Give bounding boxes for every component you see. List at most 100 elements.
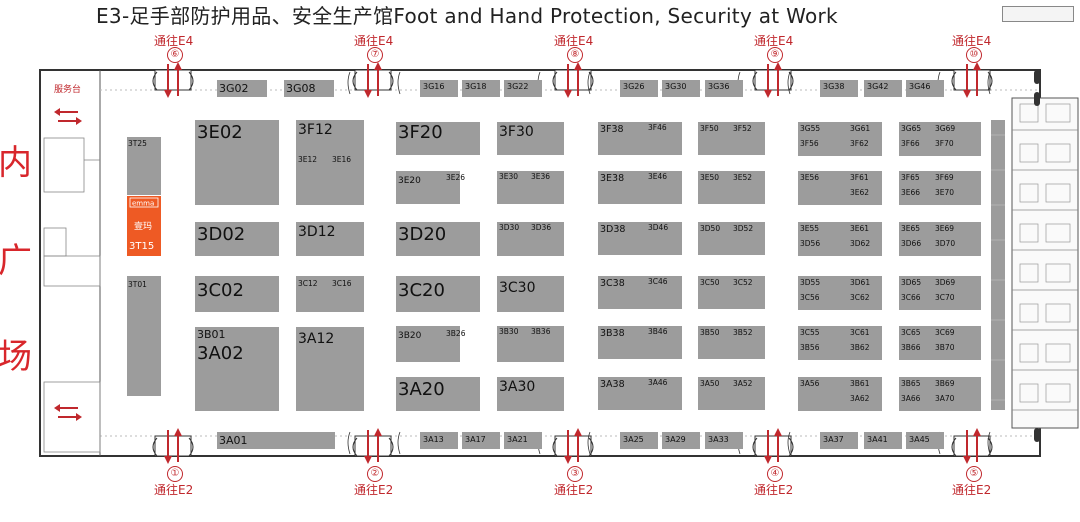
gate-south-label-2: 通往E2 — [354, 483, 394, 497]
booth-label: 3B26 — [446, 329, 466, 338]
booth — [497, 276, 564, 312]
booth-label: 3C30 — [499, 280, 536, 296]
booth — [820, 432, 858, 449]
booth — [798, 171, 882, 205]
east-service-block — [1011, 97, 1079, 429]
booth — [195, 276, 279, 312]
gate-south-label-1: 通往E2 — [154, 483, 194, 497]
booth — [598, 377, 682, 410]
east-column — [1034, 70, 1040, 84]
east-service-room — [1045, 103, 1071, 123]
gate-arrow-in — [564, 456, 572, 464]
gate-arrow-in — [164, 90, 172, 98]
booth-label: 3A30 — [499, 379, 535, 395]
booth-label: 3E12 — [298, 155, 317, 164]
entrance-door — [154, 435, 192, 457]
booth-label: 3G08 — [286, 82, 316, 95]
gate-arrow-in — [764, 90, 772, 98]
entrance-door — [154, 69, 192, 91]
booth — [864, 432, 902, 449]
booth — [820, 80, 858, 97]
booth — [217, 432, 335, 449]
booth-label: 3F12 — [298, 122, 333, 138]
gate-arrow-out — [574, 428, 582, 436]
booth — [396, 122, 480, 155]
booth-label: 3A17 — [465, 435, 486, 444]
gate-north-label-6: 通往E4 — [154, 34, 194, 48]
booth — [497, 122, 564, 155]
booth-label: 3G38 — [823, 82, 844, 91]
gate-arrow-in — [364, 456, 372, 464]
booth — [698, 326, 765, 359]
booth-label: 3B38 — [600, 328, 625, 339]
side-door — [987, 71, 991, 95]
booth-label: 3T25 — [128, 139, 147, 148]
side-door — [397, 431, 401, 455]
door-swing — [987, 437, 993, 457]
gate-arrow-in — [764, 456, 772, 464]
booth-label: 3D55 — [800, 278, 820, 287]
door-swing — [388, 71, 394, 91]
entrance-door — [554, 69, 592, 91]
booth-label: 3C12 — [298, 279, 318, 288]
booth — [462, 80, 500, 97]
booth-label: 3C52 — [733, 278, 753, 287]
gate-arrow-out — [374, 62, 382, 70]
east-column — [1034, 428, 1040, 442]
booth-label: 3D20 — [398, 224, 446, 245]
booth-label: 3E02 — [197, 122, 243, 143]
entry-arrow-right — [76, 413, 82, 421]
booth — [504, 432, 542, 449]
booth-label: 3A70 — [935, 394, 955, 403]
booth-label: 3F69 — [935, 173, 954, 182]
booth-label: 3B52 — [733, 328, 753, 337]
west-lobby-room — [43, 137, 85, 193]
booth — [284, 80, 334, 97]
door-swing — [951, 437, 957, 457]
booth-label: 3A37 — [823, 435, 844, 444]
booth — [798, 377, 882, 411]
booth-label: 3E52 — [733, 173, 752, 182]
booth-label: 3D38 — [600, 224, 625, 235]
booth-label: 3C16 — [332, 279, 352, 288]
booth — [598, 326, 682, 359]
side-door — [787, 71, 791, 95]
side-door — [397, 71, 401, 95]
booth-label: 3F20 — [398, 122, 443, 143]
booth-label: 3C50 — [700, 278, 720, 287]
booth-label: 3E26 — [446, 173, 465, 182]
gate-arrow-in — [364, 90, 372, 98]
booth — [991, 120, 1005, 410]
exhibitor-booth-number: 3T15 — [129, 241, 154, 252]
booth-label: 3D02 — [197, 224, 245, 245]
door-swing — [788, 71, 794, 91]
booth — [396, 171, 460, 204]
booth — [195, 120, 279, 205]
booth-label: 3E69 — [935, 224, 954, 233]
exhibitor-booth — [127, 196, 161, 256]
booth-label: 3F52 — [733, 124, 752, 133]
booth-label: 3B36 — [531, 327, 551, 336]
booth-label: 3A66 — [901, 394, 921, 403]
gate-arrow-out — [774, 428, 782, 436]
booth — [662, 432, 700, 449]
entrance-door — [554, 435, 592, 457]
door-swing — [788, 437, 794, 457]
booth — [462, 432, 500, 449]
gate-south-label-5: 通往E2 — [952, 483, 992, 497]
booth-label: 3B70 — [935, 343, 955, 352]
east-service-room — [1045, 383, 1071, 403]
booth — [497, 326, 564, 362]
booth-label: 3D61 — [850, 278, 870, 287]
booth-label: 3E30 — [499, 172, 518, 181]
door-swing — [552, 71, 558, 91]
booth — [296, 222, 364, 256]
booth — [864, 80, 902, 97]
booth-label: 3A20 — [398, 379, 445, 400]
gate-arrow-out — [374, 428, 382, 436]
booth-label: 3E62 — [850, 188, 869, 197]
exhibitor-logo: emma — [132, 200, 154, 208]
booth — [798, 276, 882, 310]
gate-arrow-in — [564, 90, 572, 98]
booth-label: 3E61 — [850, 224, 869, 233]
